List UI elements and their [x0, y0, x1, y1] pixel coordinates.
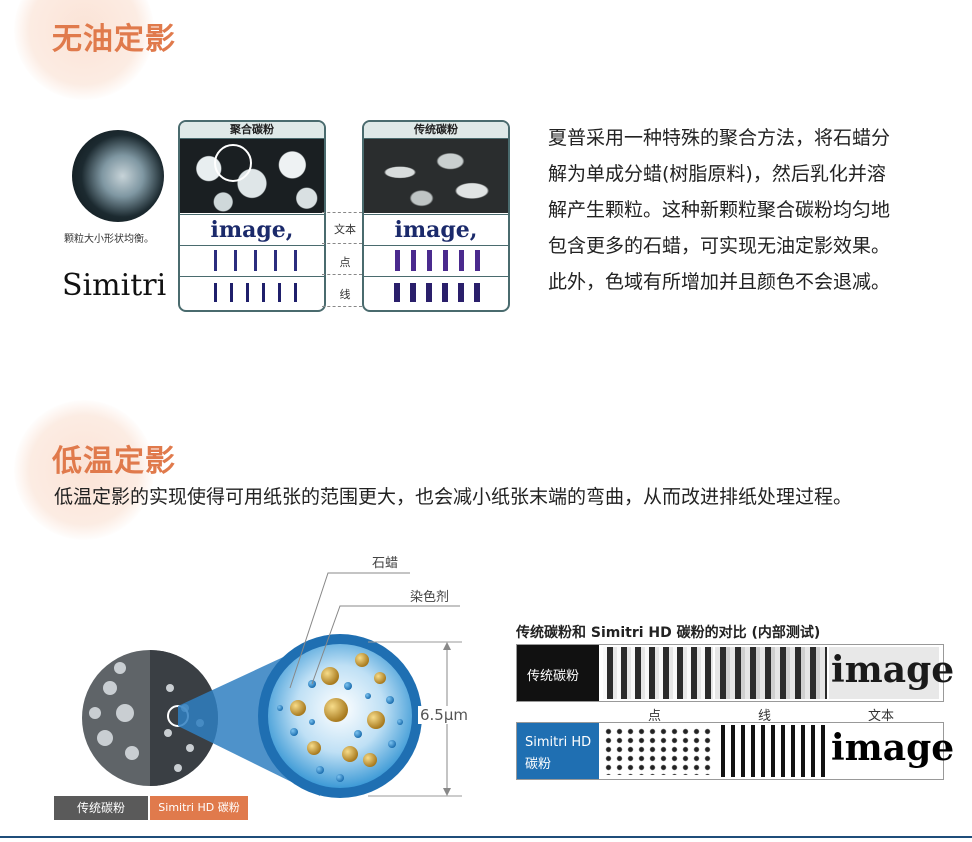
line-sample-conventional	[715, 647, 827, 699]
oilless-fusing-description: 夏普采用一种特殊的聚合方法，将石蜡分 解为单成分蜡(树脂原料)，然后乳化并溶 解…	[548, 120, 958, 300]
wax-leader-line	[289, 572, 410, 689]
row-label-simitri-line1: Simitri HD	[525, 735, 592, 750]
divider	[322, 243, 362, 244]
title-decoration-2	[14, 400, 154, 540]
colorant-label: 染色剂	[410, 590, 450, 605]
divider	[322, 274, 362, 275]
col-label-text: 文本	[868, 709, 895, 724]
divider	[322, 212, 362, 213]
row-lines	[364, 276, 508, 308]
polymerized-toner-panel: 聚合碳粉 image,	[178, 120, 326, 312]
magnifier-ring	[214, 144, 252, 182]
colorant-particles	[277, 680, 403, 782]
conventional-toner-tag: 传统碳粉	[54, 796, 148, 820]
row-label-box-simitri: Simitri HD 碳粉	[517, 723, 599, 779]
size-label: 6.5μm	[418, 706, 471, 724]
description-line: 包含更多的石蜡，可实现无油定影效果。	[548, 235, 891, 257]
low-temp-fusing-description: 低温定影的实现使得可用纸张的范围更大，也会减小纸张末端的弯曲，从而改进排纸处理过…	[54, 486, 853, 508]
polymerized-micrograph	[180, 139, 324, 213]
divider	[322, 306, 362, 307]
bottom-divider	[0, 836, 972, 838]
description-line: 此外，色域有所增加并且颜色不会退减。	[548, 271, 891, 293]
wax-label: 石蜡	[372, 556, 399, 571]
comparison-row-conventional: 传统碳粉 image	[516, 644, 954, 702]
size-arrow-head-top	[443, 642, 451, 650]
col-label-dots: 点	[648, 709, 662, 724]
dot-pattern-conventional	[386, 250, 486, 271]
section-title-low-temp-fusing: 低温定影	[52, 444, 176, 479]
conventional-micrograph	[364, 139, 508, 213]
particle-closeup-image	[72, 130, 164, 222]
micrograph-grains	[89, 662, 204, 772]
particle-caption: 颗粒大小形状均衡。	[64, 234, 154, 245]
col-label-lines: 线	[758, 709, 772, 724]
description-line: 解为单成分蜡(树脂原料)，然后乳化并溶	[548, 163, 886, 185]
size-arrow-head-bottom	[443, 788, 451, 796]
dot-sample-conventional	[603, 647, 713, 699]
image-word-conventional: image	[831, 649, 955, 691]
section-title-oilless-fusing: 无油定影	[52, 22, 176, 57]
brand-name: Simitri	[62, 268, 167, 303]
toner-particle-diagram: 石蜡 染色剂 6.5μm 传统碳粉 Simitri HD 碳粉	[50, 548, 480, 828]
text-sample-box-conventional: image	[829, 647, 954, 699]
toner-comparison-figure: 颗粒大小形状均衡。 Simitri 聚合碳粉 image, 文本 点 线 传统碳…	[60, 118, 512, 314]
row-label-simitri-line2: 碳粉	[525, 757, 552, 772]
panel-title-polymerized: 聚合碳粉	[180, 122, 324, 139]
sample-word-conventional: image,	[394, 217, 478, 243]
row-label-dots: 点	[339, 256, 351, 269]
text-sample-box-simitri: image	[829, 725, 954, 777]
row-text: image,	[180, 214, 324, 245]
description-line: 夏普采用一种特殊的聚合方法，将石蜡分	[548, 127, 891, 149]
simitri-toner-tag: Simitri HD 碳粉	[150, 796, 248, 820]
dot-sample-simitri	[603, 727, 713, 775]
comparison-row-simitri: Simitri HD 碳粉 image	[516, 722, 954, 780]
line-pattern-conventional	[386, 283, 486, 302]
image-word-simitri: image	[831, 727, 955, 769]
line-pattern-polymerized	[204, 283, 300, 302]
row-lines	[180, 276, 324, 308]
row-label-lines: 线	[339, 288, 351, 301]
line-sample-simitri	[715, 725, 827, 777]
row-label-conventional: 传统碳粉	[527, 669, 580, 684]
conventional-toner-panel: 传统碳粉 image,	[362, 120, 510, 312]
wax-particles	[290, 653, 386, 767]
colorant-leader-line	[311, 605, 460, 685]
row-label-text: 文本	[334, 223, 356, 236]
simitri-logo: Simitri	[62, 268, 166, 303]
toner-comparison-title: 传统碳粉和 Simitri HD 碳粉的对比 (内部测试)	[516, 625, 821, 641]
description-line: 解产生颗粒。这种新颗粒聚合碳粉均匀地	[548, 199, 891, 221]
panel-title-conventional: 传统碳粉	[364, 122, 508, 139]
sample-word-polymerized: image,	[210, 217, 294, 243]
row-text: image,	[364, 214, 508, 245]
row-dots	[180, 245, 324, 275]
row-dots	[364, 245, 508, 275]
row-label-box-conventional: 传统碳粉	[517, 645, 599, 701]
